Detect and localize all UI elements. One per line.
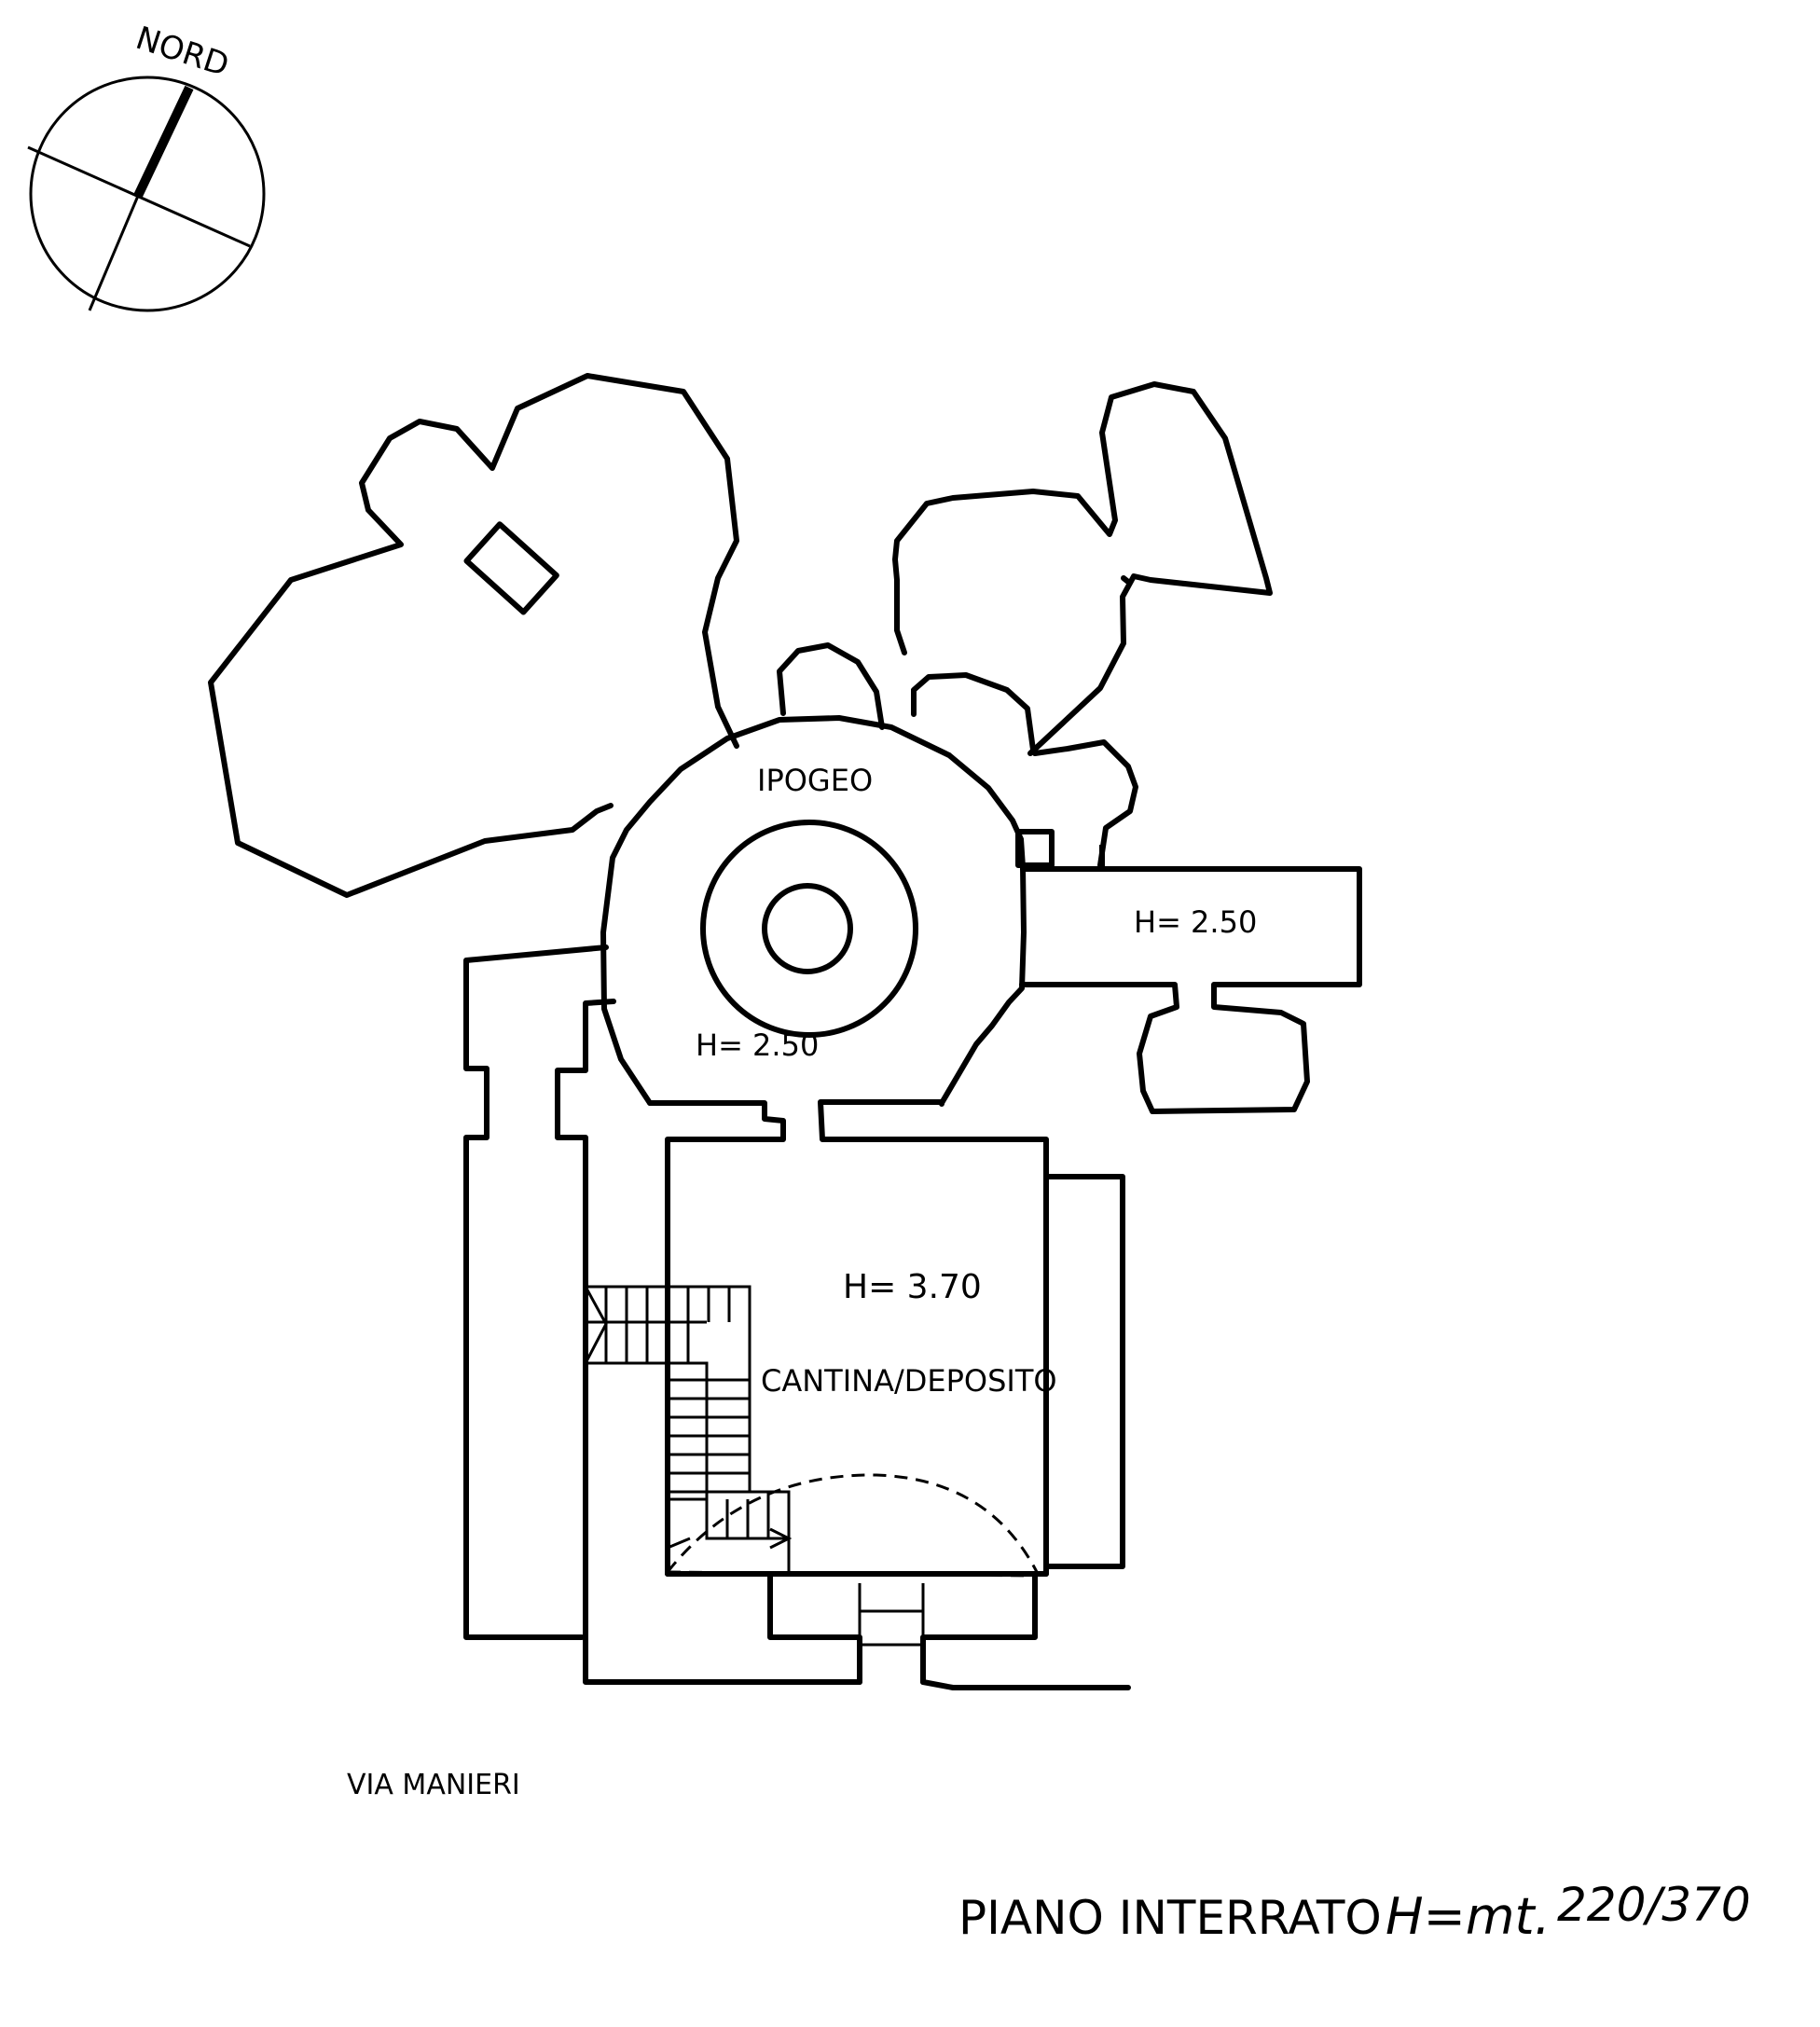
- cantina-name-label: CANTINA/DEPOSITO: [761, 1363, 1057, 1399]
- cave-central-outline-right: [1032, 739, 1138, 868]
- door-swing-arc: [666, 1473, 1039, 1573]
- compass-circle: [29, 76, 266, 312]
- cave-west-inner-block: [463, 521, 559, 615]
- ipogeo-label: IPOGEO: [757, 763, 873, 798]
- compass-label: NORD: [131, 20, 233, 85]
- ipogeo-south-wall-right: [818, 1099, 1125, 1569]
- north-compass: NORD: [27, 20, 266, 312]
- floor-height-values: 220/370: [1557, 1878, 1751, 1932]
- compass-south-line: [88, 195, 140, 311]
- staircase: [584, 1285, 793, 1574]
- floor-title: PIANO INTERRATO: [958, 1891, 1382, 1945]
- street-wall: [920, 1679, 1131, 1690]
- cave-northeast-lobe: [1121, 575, 1131, 585]
- ipogeo-pillar: [1015, 829, 1055, 868]
- ipogeo-outline: [600, 715, 1027, 1106]
- cantina-south-wall: [665, 1571, 1049, 1685]
- cave-north-niche: [777, 642, 885, 730]
- ipogeo-height-label: H= 2.50: [696, 1027, 819, 1063]
- ipogeo-south-wall-left: [647, 1100, 786, 1577]
- ipogeo-inner-ring: [762, 883, 853, 974]
- cave-central-outline: [911, 672, 1038, 756]
- ipogeo-outer-ring: [700, 820, 918, 1038]
- door-swing-line: [667, 1570, 1038, 1578]
- corridor-height-label: H= 2.50: [1134, 904, 1257, 940]
- west-corridor-outline: [463, 945, 609, 1640]
- street-label: VIA MANIERI: [347, 1769, 520, 1801]
- east-corridor-outline: [1019, 866, 1362, 1114]
- cave-west-outline: [208, 373, 739, 898]
- compass-north-needle: [133, 85, 194, 199]
- cave-northeast-outline: [892, 381, 1273, 756]
- west-corridor-inner: [555, 999, 862, 1685]
- entry-steps: [858, 1583, 925, 1682]
- cantina-height-label: H= 3.70: [843, 1268, 982, 1306]
- floor-height-prefix: H=mt.: [1386, 1887, 1551, 1946]
